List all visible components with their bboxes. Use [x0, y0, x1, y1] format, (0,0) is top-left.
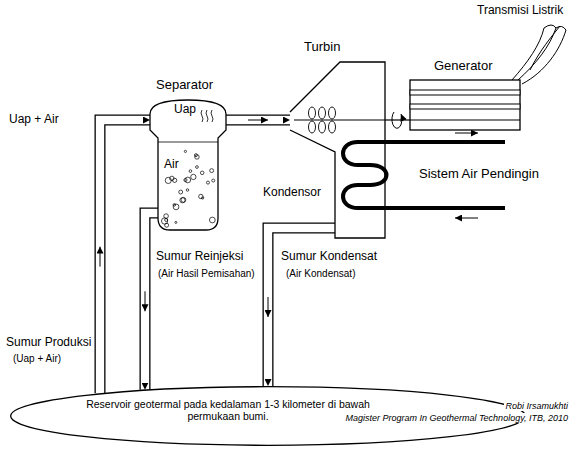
pipe-wall — [226, 115, 290, 126]
label: Sumur Produksi — [5, 336, 92, 350]
shaft-line — [385, 119, 410, 120]
label: (Uap + Air) — [12, 353, 62, 365]
shaft-connector — [385, 120, 410, 121]
water-bubble — [173, 204, 179, 210]
turbine-blade — [329, 121, 336, 133]
turbine-blade — [309, 121, 316, 133]
node-text: Air — [164, 158, 179, 172]
water-bubble — [206, 181, 209, 184]
water-bubble — [209, 217, 215, 223]
flow-arrow — [100, 247, 101, 267]
water-bubble — [196, 166, 199, 169]
turbine-housing: Turbin — [290, 40, 390, 240]
turbine-blade — [319, 107, 326, 119]
label: Sumur Reinjeksi — [155, 250, 244, 264]
water-bubble — [175, 221, 177, 223]
water-bubble — [210, 169, 214, 173]
generator-box: Generator — [410, 58, 520, 132]
node-heading: Turbin — [304, 40, 340, 55]
water-bubble — [186, 189, 189, 192]
label: Kondensor — [262, 186, 322, 200]
steam-wisp — [206, 110, 208, 122]
pipe-bore — [226, 116, 290, 124]
turbine-blade — [309, 107, 316, 119]
pipe-connector — [226, 120, 290, 121]
water-bubble — [195, 155, 199, 159]
water-level — [158, 142, 218, 143]
separator-outline — [150, 100, 226, 230]
water-bubble — [165, 223, 169, 227]
generator-shaft — [410, 119, 520, 120]
label: Transmisi Listrik — [476, 4, 564, 18]
water-bubble — [184, 150, 186, 152]
turbine-blade — [329, 107, 336, 119]
flow-arrow — [455, 133, 478, 134]
pipe-connector — [145, 213, 158, 390]
water-bubble — [194, 154, 197, 157]
transmission-lines — [512, 25, 566, 84]
water-bubble — [185, 177, 191, 183]
turbine-housing-shape — [290, 40, 390, 240]
flow-arrow — [268, 297, 269, 317]
water-bubble — [199, 194, 203, 198]
water-bubble — [189, 170, 192, 173]
separator-vessel: SeparatorUapAir — [150, 78, 226, 238]
label: (Air Hasil Pemisahan) — [157, 268, 256, 280]
water-bubble — [170, 176, 174, 180]
steam-wisp — [211, 110, 213, 122]
label: (Air Kondensat) — [285, 268, 356, 280]
node-text: Reservoir geotermal pada kedalaman 1-3 k… — [78, 398, 378, 422]
label: Robi Irsamukhti — [504, 401, 569, 411]
water-bubble — [180, 198, 185, 203]
generator-winding — [410, 104, 520, 109]
steam-wisp — [201, 110, 203, 122]
node-heading: Generator — [434, 59, 493, 74]
node-text: Uap — [174, 103, 196, 117]
water-bubble — [200, 171, 204, 175]
water-bubble — [191, 174, 196, 179]
turbine-shaft — [294, 119, 385, 120]
label: Sistem Air Pendingin — [418, 167, 540, 182]
separator-vessel-shape — [150, 78, 226, 238]
water-bubble — [165, 218, 168, 221]
turbine-blade — [319, 121, 326, 133]
pipe-bore — [145, 213, 158, 390]
label: Uap + Air — [8, 113, 60, 127]
flow-arrow — [145, 291, 146, 311]
pipe-wall — [145, 213, 158, 390]
flow-arrow — [248, 120, 268, 121]
water-bubble — [179, 190, 183, 194]
water-bubble — [184, 178, 187, 181]
label: Sumur Kondensat — [280, 250, 378, 264]
generator-winding — [410, 90, 520, 95]
water-bubble — [212, 179, 215, 182]
label: Magister Program In Geothermal Technolog… — [344, 413, 569, 423]
node-heading: Separator — [156, 78, 213, 93]
flow-arrow — [455, 218, 478, 219]
turbine-outline — [290, 62, 385, 238]
generator-outline — [410, 80, 520, 130]
